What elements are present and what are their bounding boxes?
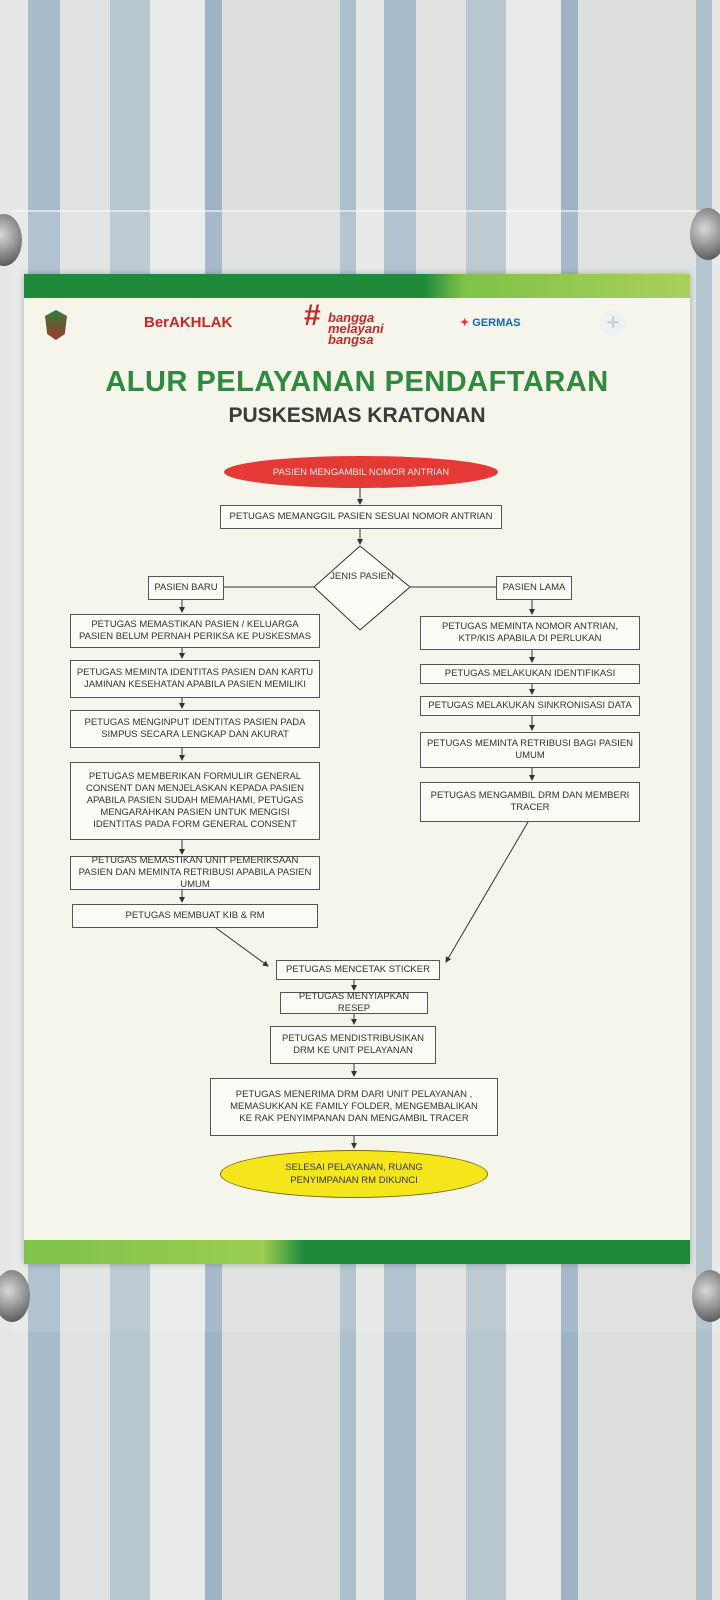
berakhlak-logo-text: BerAKHLAK [144, 314, 233, 331]
old-step-3: PETUGAS MELAKUKAN SINKRONISASI DATA [420, 696, 640, 716]
top-color-band [24, 274, 690, 298]
mount-bolt-bottom-left [0, 1270, 30, 1322]
flow-connectors [179, 488, 535, 1149]
bottom-color-band [24, 1240, 690, 1264]
flowchart-poster: BerAKHLAK # bangga melayani bangsa ✦ GER… [24, 274, 690, 1264]
poster-subtitle: PUSKESMAS KRATONAN [228, 404, 486, 427]
common-step-print-sticker: PETUGAS MENCETAK STICKER [276, 960, 440, 980]
berakhlak-logo: BerAKHLAK [144, 314, 232, 331]
bangga-word-1: bangga [328, 310, 375, 325]
new-step-1: PETUGAS MEMASTIKAN PASIEN / KELUARGA PAS… [70, 614, 320, 648]
branch-old-patient: PASIEN LAMA [496, 576, 572, 600]
new-step-4: PETUGAS MEMBERIKAN FORMULIR GENERAL CONS… [70, 762, 320, 840]
mount-bolt-top-right [690, 208, 720, 260]
old-step-1: PETUGAS MEMINTA NOMOR ANTRIAN, KTP/KIS A… [420, 616, 640, 650]
old-step-5: PETUGAS MENGAMBIL DRM DAN MEMBERI TRACER [420, 782, 640, 822]
common-step-receive-drm: PETUGAS MENERIMA DRM DARI UNIT PELAYANAN… [210, 1078, 498, 1136]
new-step-5: PETUGAS MEMASTIKAN UNIT PEMERIKSAAN PASI… [70, 855, 320, 890]
germas-figure-icon: ✦ [460, 317, 470, 329]
old-step-4: PETUGAS MEMINTA RETRIBUSI BAGI PASIEN UM… [420, 732, 640, 768]
new-step-3: PETUGAS MENGINPUT IDENTITAS PASIEN PADA … [70, 710, 320, 748]
branch-new-patient: PASIEN BARU [148, 576, 224, 600]
mount-bolt-top-left [0, 214, 22, 266]
call-patient-box: PETUGAS MEMANGGIL PASIEN SESUAI NOMOR AN… [220, 505, 502, 529]
bangga-word-3: bangsa [328, 332, 374, 347]
city-emblem-logo [40, 310, 72, 340]
old-step-2: PETUGAS MELAKUKAN IDENTIFIKASI [420, 664, 640, 684]
common-step-distribute-drm: PETUGAS MENDISTRIBUSIKAN DRM KE UNIT PEL… [270, 1026, 436, 1064]
common-step-prepare-recipe: PETUGAS MENYIAPKAN RESEP [280, 991, 428, 1014]
decision-patient-type: JENIS PASIEN [330, 571, 394, 582]
new-step-6: PETUGAS MEMBUAT KIB & RM [72, 904, 318, 928]
new-step-2: PETUGAS MEMINTA IDENTITAS PASIEN DAN KAR… [70, 660, 320, 698]
germas-logo-text: GERMAS [472, 317, 521, 329]
mount-bolt-bottom-right [692, 1270, 720, 1322]
poster-title: ALUR PELAYANAN PENDAFTARAN [105, 366, 609, 398]
end-terminal: SELESAI PELAYANAN, RUANG PENYIMPANAN RM … [220, 1150, 488, 1198]
germas-logo: ✦ GERMAS [460, 316, 521, 329]
bangga-word-2: melayani [328, 321, 384, 336]
puskesmas-logo: + [600, 310, 626, 336]
city-emblem-icon [45, 310, 67, 340]
start-terminal: PASIEN MENGAMBIL NOMOR ANTRIAN [224, 456, 498, 488]
health-cross-icon: + [600, 310, 626, 336]
